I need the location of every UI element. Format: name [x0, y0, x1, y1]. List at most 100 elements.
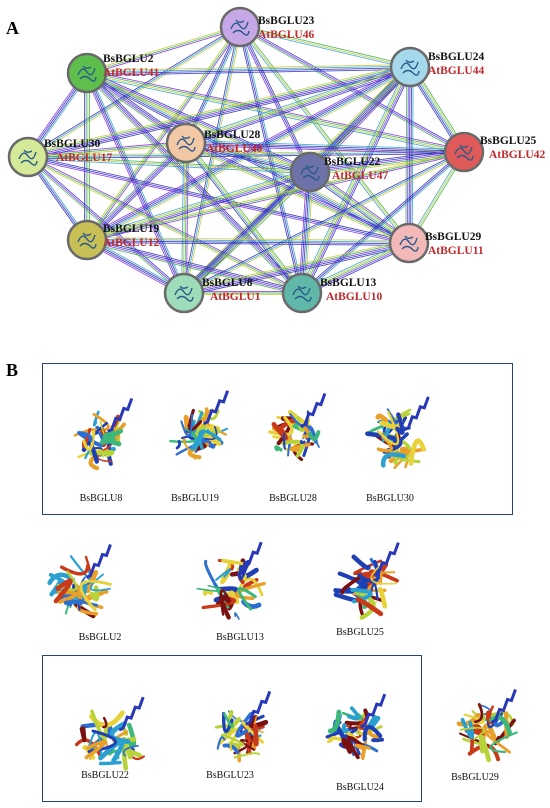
node-label-at: AtBGLU10: [326, 291, 382, 303]
ribbon-segment: [90, 573, 111, 592]
network-edge: [86, 65, 410, 239]
network-edge: [304, 68, 414, 295]
network-edge: [86, 151, 465, 241]
network-edge: [27, 156, 303, 294]
network-edge: [27, 158, 310, 175]
network-edge: [86, 241, 302, 296]
network-edge: [27, 63, 410, 155]
ribbon-segment: [358, 559, 380, 584]
ribbon-segment: [371, 737, 384, 743]
protein-structure-icon: [268, 393, 327, 462]
network-edge: [186, 68, 411, 145]
network-edge: [238, 27, 309, 173]
protein-thumbnail-icon: [77, 65, 97, 82]
helix-tail: [300, 393, 327, 428]
ribbon-segment: [355, 596, 384, 617]
network-edge: [298, 65, 408, 292]
ribbon-segment: [478, 735, 492, 763]
ribbon-segment: [98, 760, 122, 766]
network-edge: [86, 65, 410, 73]
network-edge: [182, 142, 186, 293]
ribbon-segment: [233, 752, 261, 759]
network-edge: [185, 143, 464, 154]
node-label-bs: BsBGLU23: [258, 15, 314, 27]
network-edge: [87, 153, 465, 242]
helix-tail: [236, 541, 263, 577]
protein-thumbnail-icon: [176, 135, 196, 152]
ribbon-segment: [463, 713, 485, 725]
network-edge: [86, 64, 410, 72]
protein-structure-icon: [74, 696, 145, 771]
protein-structure-icon: [325, 693, 387, 761]
ribbon-segment: [327, 737, 334, 744]
interaction-network: BsBGLU23AtBGLU46BsBGLU2AtBGLU41BsBGLU24A…: [7, 6, 545, 314]
structure-label: BsBGLU29: [451, 772, 499, 783]
network-edge: [86, 26, 241, 241]
ribbon-segment: [408, 438, 427, 466]
protein-structure-icon: [456, 688, 518, 763]
network-edge: [304, 172, 314, 294]
ribbon-segment: [122, 744, 139, 757]
ribbon-segment: [74, 738, 103, 759]
node-label-bs: BsBGLU8: [202, 277, 253, 289]
structure-label: BsBGLU24: [336, 782, 384, 793]
ribbon-segment: [200, 407, 209, 422]
structure-label: BsBGLU25: [336, 627, 384, 638]
network-edge: [302, 152, 466, 295]
network-edge: [28, 68, 411, 159]
network-edge: [87, 68, 411, 76]
network-edge: [27, 140, 186, 156]
protein-thumbnail-icon: [300, 164, 320, 181]
ribbon-segment: [377, 411, 400, 446]
network-edge: [309, 149, 464, 171]
node-label-at: AtBGLU40: [206, 143, 262, 155]
node-label-at: AtBGLU44: [428, 65, 484, 77]
ribbon-segment: [398, 454, 421, 464]
network-edge: [186, 141, 465, 152]
network-edge: [186, 141, 311, 172]
structure-label: BsBGLU23: [206, 770, 254, 781]
ribbon-segment: [282, 432, 287, 450]
network-edge: [301, 151, 465, 294]
protein-thumbnail-icon: [77, 232, 97, 249]
ribbon-segment: [271, 421, 289, 441]
ribbon-segment: [203, 559, 218, 589]
structure-label: BsBGLU8: [79, 493, 123, 504]
network-edge: [87, 71, 465, 152]
ribbon-segment: [202, 589, 214, 596]
ribbon-segment: [239, 739, 256, 751]
structure-label: BsBGLU28: [269, 493, 317, 504]
node-label-at: AtBGLU42: [489, 149, 545, 161]
structure-label: BsBGLU30: [366, 493, 414, 504]
ribbon-segment: [85, 570, 99, 594]
network-edge: [184, 63, 410, 141]
protein-thumbnail-icon: [292, 285, 312, 302]
network-edge: [405, 66, 408, 243]
ribbon-segment: [377, 587, 388, 609]
network-edge: [184, 172, 312, 295]
ribbon-segment: [90, 709, 108, 741]
ribbon-segment: [180, 413, 194, 437]
ribbon-segment: [182, 438, 196, 460]
network-edge: [87, 70, 465, 151]
network-edge: [86, 73, 409, 245]
ribbon-segment: [395, 412, 405, 435]
ribbon-segment: [82, 430, 96, 451]
node-label-bs: BsBGLU28: [204, 129, 260, 141]
protein-structure-icon: [365, 396, 430, 470]
structure-label: BsBGLU22: [81, 770, 129, 781]
ribbon-segment: [341, 723, 349, 734]
network-edge: [408, 66, 411, 244]
ribbon-segment: [222, 743, 240, 755]
ribbon-segment: [221, 558, 245, 566]
ribbon-segment: [482, 729, 512, 754]
network-edge: [185, 143, 310, 174]
ribbon-segment: [354, 743, 371, 750]
helix-tail: [202, 390, 230, 426]
ribbon-segment: [175, 439, 182, 450]
ribbon-segment: [237, 586, 257, 611]
node-label-at: AtBGLU11: [428, 245, 484, 257]
